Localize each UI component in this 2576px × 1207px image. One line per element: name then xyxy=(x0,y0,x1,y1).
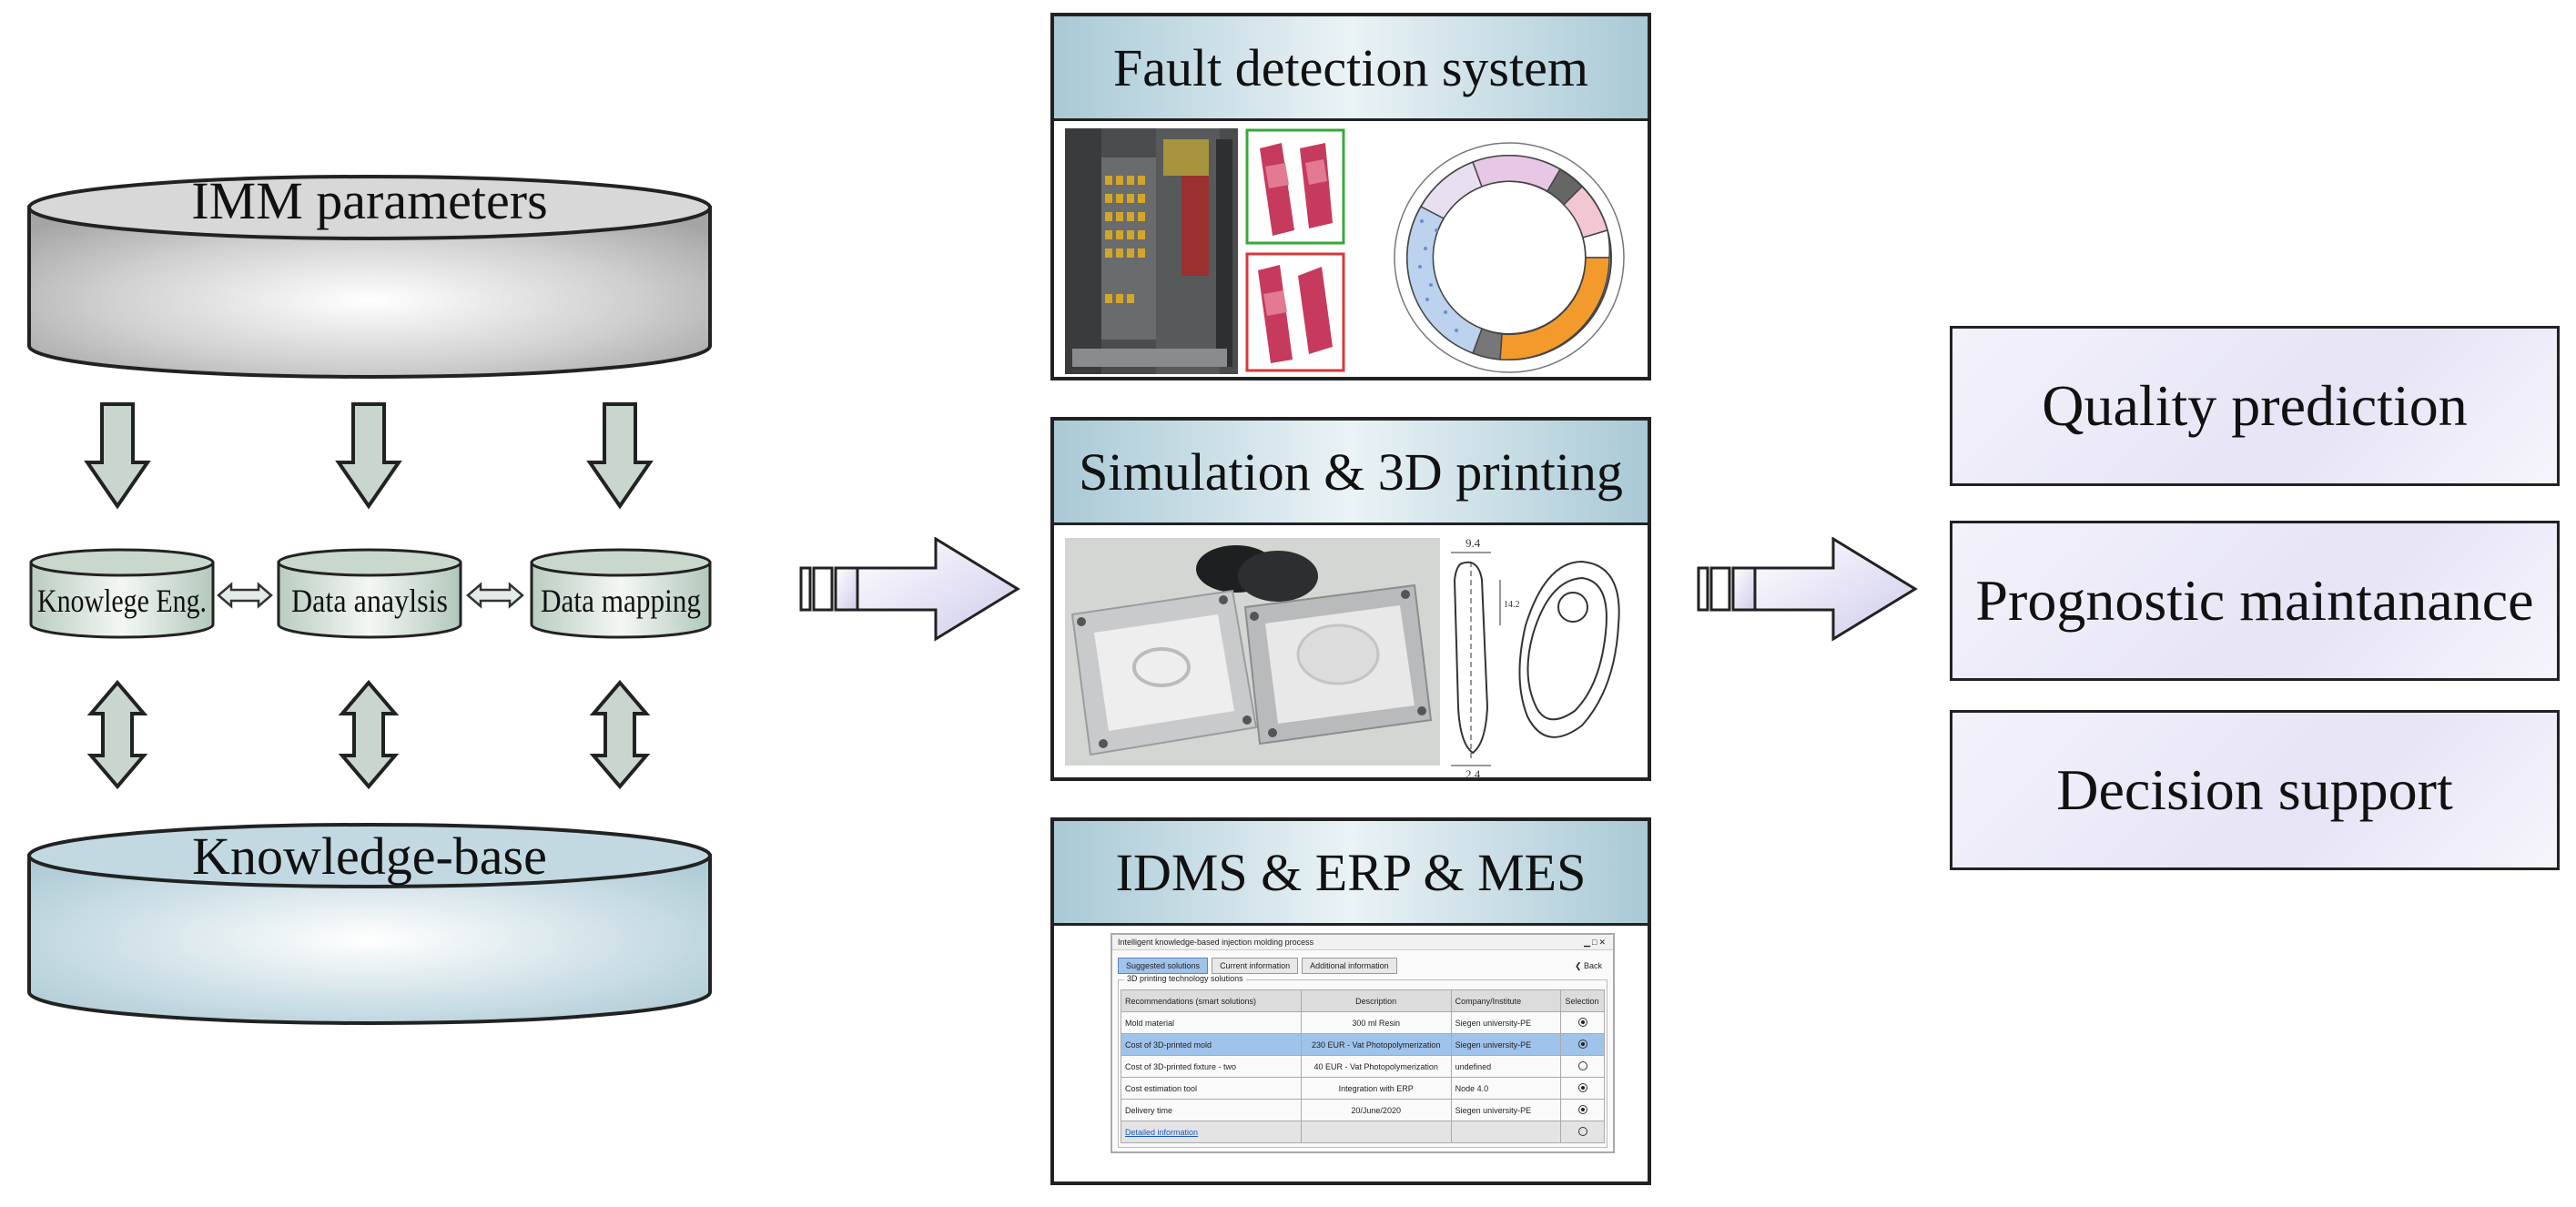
selection-radio[interactable] xyxy=(1577,1104,1587,1114)
right-arrow-icon xyxy=(799,537,1020,642)
idms-panel: IDMS & ERP & MES Intelligent knowledge-b… xyxy=(1050,817,1651,1185)
cell: Cost of 3D-printed mold xyxy=(1121,1033,1302,1056)
cell xyxy=(1300,1121,1452,1143)
knowledge-base-db: Knowledge-base xyxy=(27,823,712,1025)
table-row[interactable]: Cost estimation tool Integration with ER… xyxy=(1121,1077,1605,1100)
simulation-images: 9.4 2.4 14.2 xyxy=(1065,536,1620,781)
table-row[interactable]: Delivery time 20/June/2020 Siegen univer… xyxy=(1121,1099,1605,1121)
module-label: Data mapping xyxy=(541,583,701,619)
group-legend: 3D printing technology solutions xyxy=(1124,974,1246,983)
prognostic-maintenance-box: Prognostic maintanance xyxy=(1950,521,2560,681)
detailed-information-link[interactable]: Detailed information xyxy=(1125,1127,1199,1137)
double-arrow-icon xyxy=(217,582,524,609)
cell: Cost of 3D-printed fixture - two xyxy=(1121,1055,1302,1078)
mold-photo xyxy=(1065,538,1440,766)
table-row[interactable]: Detailed information xyxy=(1121,1121,1605,1143)
cell: Mold material xyxy=(1121,1011,1302,1034)
double-arrow-icon xyxy=(86,679,651,790)
knowledge-base-label: Knowledge-base xyxy=(192,827,547,886)
back-button[interactable]: ❮ Back xyxy=(1574,960,1602,970)
cell: Siegen university-PE xyxy=(1450,1033,1562,1056)
cell: 40 EUR - Vat Photopolymerization xyxy=(1300,1055,1452,1078)
panel-title: Fault detection system xyxy=(1054,16,1648,121)
imm-parameters-label: IMM parameters xyxy=(191,171,547,230)
cell: Siegen university-PE xyxy=(1450,1011,1562,1034)
panel-title: IDMS & ERP & MES xyxy=(1054,821,1648,926)
selection-radio[interactable] xyxy=(1577,1060,1587,1070)
table-row[interactable]: Cost of 3D-printed fixture - two 40 EUR … xyxy=(1121,1055,1605,1078)
app-window: Intelligent knowledge-based injection mo… xyxy=(1111,933,1615,1153)
module-data-mapping: Data mapping xyxy=(530,548,712,639)
module-data-analysis: Data anaylsis xyxy=(277,548,462,639)
output-label: Prognostic maintanance xyxy=(1975,568,2534,633)
column-header: Company/Institute xyxy=(1450,989,1562,1012)
cell: 300 ml Resin xyxy=(1300,1011,1452,1034)
selection-radio[interactable] xyxy=(1577,1082,1587,1092)
defective-part-image xyxy=(1245,252,1345,372)
cell: 230 EUR - Vat Photopolymerization xyxy=(1300,1033,1452,1056)
window-title: Intelligent knowledge-based injection mo… xyxy=(1118,938,1314,947)
cell: Delivery time xyxy=(1121,1099,1302,1121)
window-titlebar: Intelligent knowledge-based injection mo… xyxy=(1112,935,1613,950)
column-header: Description xyxy=(1300,989,1452,1012)
good-part-image xyxy=(1245,128,1345,245)
cell: Integration with ERP xyxy=(1300,1077,1452,1100)
quality-prediction-box: Quality prediction xyxy=(1950,326,2560,486)
output-label: Decision support xyxy=(2056,757,2453,822)
down-arrow-icon xyxy=(84,402,654,510)
cell: undefined xyxy=(1450,1055,1562,1078)
idms-title: IDMS & ERP & MES xyxy=(1115,842,1587,902)
window-controls-icon[interactable]: ▁□✕ xyxy=(1584,938,1607,947)
dimension-label: 2.4 xyxy=(1465,767,1481,781)
fault-detection-panel: Fault detection system xyxy=(1050,13,1651,380)
tab-additional-information[interactable]: Additional information xyxy=(1302,958,1397,974)
selection-radio[interactable] xyxy=(1577,1017,1587,1027)
decision-support-box: Decision support xyxy=(1950,710,2560,870)
dimension-label: 14.2 xyxy=(1504,600,1520,610)
imm-parameters-db: IMM parameters xyxy=(27,171,712,379)
column-header: Selection xyxy=(1560,989,1605,1012)
module-label: Data anaylsis xyxy=(291,583,448,619)
tab-bar: Suggested solutions Current information … xyxy=(1112,950,1613,978)
panel-title: Simulation & 3D printing xyxy=(1054,421,1648,525)
selection-radio[interactable] xyxy=(1577,1126,1587,1136)
solutions-group: 3D printing technology solutions Recomme… xyxy=(1118,974,1607,1148)
output-label: Quality prediction xyxy=(2042,373,2468,438)
machine-photo xyxy=(1065,128,1238,374)
cell: 20/June/2020 xyxy=(1300,1099,1452,1121)
fault-detection-images xyxy=(1065,128,1625,374)
column-header: Recommendations (smart solutions) xyxy=(1121,989,1302,1012)
cell: Node 4.0 xyxy=(1450,1077,1562,1100)
module-label: Knowlege Eng. xyxy=(37,583,207,619)
simulation-title: Simulation & 3D printing xyxy=(1079,441,1623,502)
cycle-diagram xyxy=(1394,142,1625,373)
fault-detection-title: Fault detection system xyxy=(1113,37,1588,97)
tab-suggested-solutions[interactable]: Suggested solutions xyxy=(1118,958,1209,974)
simulation-panel: Simulation & 3D printing 9. xyxy=(1050,417,1651,781)
table-row[interactable]: Mold material 300 ml Resin Siegen univer… xyxy=(1121,1011,1605,1034)
selection-radio[interactable] xyxy=(1577,1039,1587,1049)
cell xyxy=(1450,1121,1562,1143)
technical-drawing xyxy=(1451,552,1620,766)
table-row[interactable]: Cost of 3D-printed mold 230 EUR - Vat Ph… xyxy=(1121,1033,1605,1056)
cell: Cost estimation tool xyxy=(1121,1077,1302,1100)
dimension-label: 9.4 xyxy=(1465,536,1481,550)
cell: Siegen university-PE xyxy=(1450,1099,1562,1121)
right-arrow-icon xyxy=(1697,537,1918,642)
recommendations-table: Recommendations (smart solutions) Descri… xyxy=(1121,989,1605,1143)
module-knowledge-eng: Knowlege Eng. xyxy=(29,548,215,639)
tab-current-information[interactable]: Current information xyxy=(1212,958,1299,974)
left-diagram: IMM parameters Knowlege Eng. Data anayls… xyxy=(27,171,712,1025)
